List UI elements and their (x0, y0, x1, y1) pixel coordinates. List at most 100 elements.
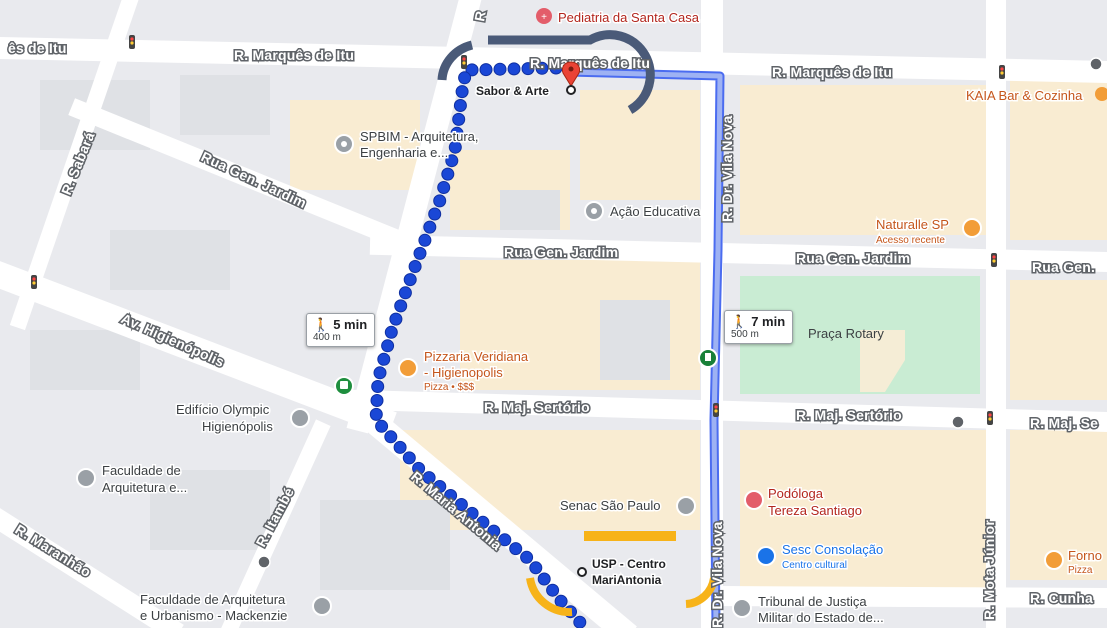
route-dot (398, 286, 412, 300)
route-dot (535, 61, 549, 75)
route-dot (554, 594, 568, 608)
route-duration-main: 5 min (333, 317, 368, 332)
place-icon-center (591, 208, 597, 214)
hospital-icon (536, 8, 552, 24)
restaurant-icon (1095, 87, 1107, 101)
street-label-maj-sertorio-right: R. Maj. Sertório (796, 407, 902, 423)
shopping-icon (756, 546, 776, 566)
route-dot (444, 489, 458, 502)
route-dot (412, 461, 426, 475)
route-dot (433, 194, 447, 208)
route-dot (493, 62, 507, 76)
poi-spbim[interactable]: SPBIM - Arquitetura, Engenharia e... (334, 128, 480, 162)
annotation-arc-dark-left (437, 40, 474, 81)
route-dot (479, 63, 493, 77)
poi-label-forno: Forno (1068, 548, 1102, 563)
route-distance-main: 400 m (313, 332, 341, 343)
poi-label-kaia: KAIA Bar & Cozinha (966, 88, 1083, 103)
route-dot (476, 515, 490, 529)
destination-label: Sabor & Arte (476, 84, 549, 98)
route-duration-alt: 7 min (751, 314, 786, 329)
restaurant-icon (398, 358, 418, 378)
bus-stop-small[interactable] (257, 57, 1103, 569)
poi-usp[interactable]: USP - Centro MariAntonia (577, 556, 667, 589)
park-icon-flag (705, 353, 711, 361)
hospital-icon (744, 490, 764, 510)
walking-icon: 🚶 (731, 314, 748, 329)
poi-naturalle[interactable]: Naturalle SP Acesso recente (875, 216, 982, 248)
transit-stop[interactable] (334, 376, 354, 396)
route-dot (454, 498, 468, 511)
route-dot (403, 273, 417, 287)
street-label-maj-sertorio: R. Maj. Sertório (484, 399, 590, 415)
poi-label-sesc: Sesc Consolação (782, 542, 883, 557)
main-route-dots[interactable] (369, 61, 587, 629)
route-dot (452, 112, 466, 126)
poi-fau-mackenzie[interactable]: Faculdade de Arquitetura e Urbanismo - M… (139, 591, 332, 625)
street-label-vila-nova-top: R. Dr. Vila Nova (719, 116, 735, 222)
poi-sub-naturalle: Acesso recente (876, 235, 945, 246)
route-dot (529, 561, 543, 575)
poi-sesc[interactable]: Sesc Consolação Centro cultural (756, 541, 885, 573)
poi-label-olympic-1: Edifício Olympic (176, 402, 270, 417)
route-distance-alt: 500 m (731, 329, 759, 340)
poi-label-spbim-2: Engenharia e... (360, 145, 448, 160)
route-dot (428, 207, 442, 221)
poi-label-podologa-1: Podóloga (768, 486, 824, 501)
street-label-top-vertical: R (471, 10, 489, 23)
restaurant-icon (962, 218, 982, 238)
place-icon (290, 408, 310, 428)
gray-buildings (30, 75, 670, 590)
poi-fau[interactable]: Faculdade de Arquitetura e... (76, 462, 189, 497)
route-dot (465, 506, 479, 520)
bus-stop-icon (951, 415, 965, 429)
route-dot (537, 572, 551, 586)
school-icon (312, 596, 332, 616)
poi-label-pizzaria-1: Pizzaria Veridiana (424, 349, 529, 364)
poi-kaia[interactable]: KAIA Bar & Cozinha (965, 87, 1107, 105)
route-dot (450, 126, 464, 140)
alt-route-line[interactable] (567, 69, 723, 629)
poi-pediatria[interactable]: + Pediatria da Santa Casa (536, 8, 701, 27)
street-label-gen-jardim: Rua Gen. Jardim (504, 244, 618, 260)
place-target-icon (577, 567, 587, 577)
route-dot (453, 99, 467, 112)
route-callout-main[interactable]: 🚶 5 min 400 m (306, 313, 376, 347)
route-dot (402, 451, 416, 465)
restaurant-icon (1044, 550, 1064, 570)
route-dot (375, 419, 389, 433)
poi-forno[interactable]: Forno Pizza (1044, 547, 1103, 578)
route-dot (377, 352, 391, 366)
route-dot (373, 366, 387, 380)
poi-pizzaria[interactable]: Pizzaria Veridiana - Higienopolis Pizza … (398, 348, 530, 395)
annotation-arc-orange-left (526, 577, 573, 617)
destination[interactable]: Sabor & Arte (475, 61, 581, 100)
route-dot (381, 339, 395, 353)
destination-pin-dot (568, 66, 574, 72)
school-icon (676, 496, 696, 516)
street-label-marques-right: R. Marquês de Itu (772, 64, 892, 80)
poi-olympic[interactable]: Edifício Olympic Higienópolis (175, 401, 310, 436)
route-dot (433, 480, 447, 493)
poi-acao[interactable]: Ação Educativa (584, 201, 703, 221)
poi-label-spbim-1: SPBIM - Arquitetura, (360, 129, 479, 144)
poi-label-acao: Ação Educativa (610, 204, 701, 219)
route-dot (549, 61, 563, 75)
street-label-marques-left: ês de Itu (8, 40, 67, 56)
street-label-marques-top: R. Marquês de Itu (530, 55, 650, 71)
park-marker[interactable] (698, 348, 718, 368)
poi-sub-pizzaria: Pizza • $$$ (424, 382, 475, 393)
walking-icon: 🚶 (313, 317, 330, 332)
school-icon (76, 468, 96, 488)
park-label[interactable]: Praça Rotary (808, 326, 884, 341)
poi-podologa[interactable]: Podóloga Tereza Santiago (744, 485, 863, 520)
poi-tribunal[interactable]: Tribunal de Justiça Militar do Estado de… (732, 593, 885, 627)
route-dot (509, 542, 523, 556)
poi-label-pediatria: Pediatria da Santa Casa (558, 10, 700, 25)
route-dot (573, 615, 587, 629)
route-callout-alt[interactable]: 🚶 7 min 500 m (724, 310, 794, 344)
poi-senac[interactable]: Senac São Paulo (559, 496, 696, 516)
